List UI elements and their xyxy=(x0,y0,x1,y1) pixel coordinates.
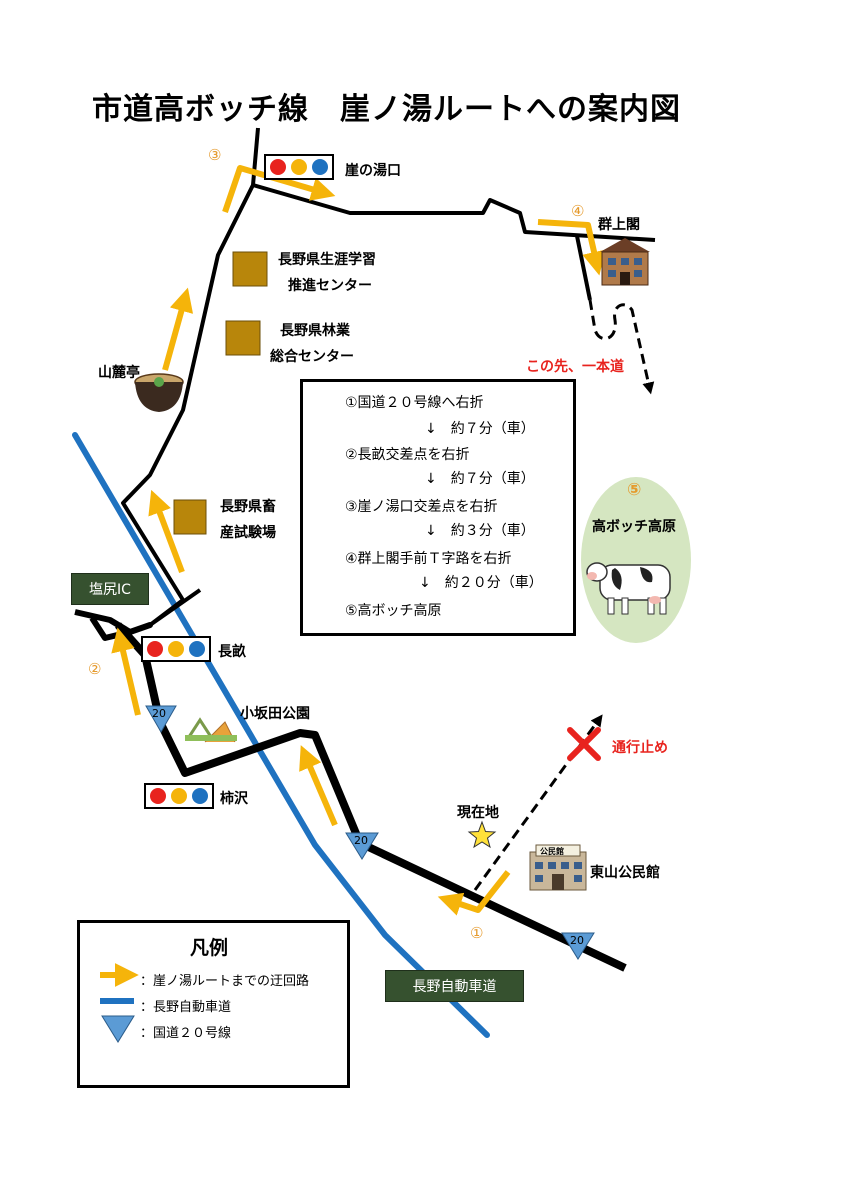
label-lifelong-center-1: 長野県生涯学習 xyxy=(278,252,376,268)
mountain-road xyxy=(121,127,260,627)
gunjokaku-building-icon xyxy=(600,238,650,286)
closed-x-icon xyxy=(567,727,601,761)
direction-line: ↓ 約３分（車） xyxy=(425,523,535,539)
legend-item-detour: ：崖ノ湯ルートまでの迂回路 xyxy=(140,974,310,989)
route-number-5: ⑤ xyxy=(627,480,642,500)
lifelong-center-marker xyxy=(232,251,268,287)
direction-line: ↓ 約７分（車） xyxy=(425,471,535,487)
detour-arrow-4 xyxy=(148,489,185,574)
route20-marker-label: 20 xyxy=(570,934,584,947)
label-livestock-1: 長野県畜 xyxy=(220,499,276,515)
route-number-4: ④ xyxy=(571,202,585,220)
route20-marker-icon xyxy=(145,705,177,734)
direction-line: ⑤高ボッチ高原 xyxy=(345,603,442,619)
detour-arrow-7 xyxy=(537,219,606,276)
detour-arrow-3 xyxy=(111,627,141,716)
label-forestry-center-2: 総合センター xyxy=(270,349,354,365)
label-kosakada-park: 小坂田公園 xyxy=(240,706,310,722)
direction-line: ③崖ノ湯口交差点を右折 xyxy=(345,499,498,515)
shiojiri-ic-road xyxy=(74,609,153,641)
detour-arrow-1 xyxy=(437,870,511,916)
label-gunjokaku: 群上閣 xyxy=(598,217,640,233)
route20-marker-label: 20 xyxy=(152,707,166,720)
detour-arrow-2 xyxy=(299,745,338,827)
label-lifelong-center-2: 推進センター xyxy=(288,278,372,294)
legend-route20-icon xyxy=(101,1015,135,1043)
national-route-20 xyxy=(115,622,627,972)
traffic-signal-icon xyxy=(144,783,214,809)
legend-item-route20: ：国道２０号線 xyxy=(140,1026,232,1041)
legend-box: 凡例 ：崖ノ湯ルートまでの迂回路 ：長野自動車道 ：国道２０号線 xyxy=(77,920,350,1088)
label-takabotchi: 高ボッチ高原 xyxy=(592,519,676,535)
label-naganoe: 長畝 xyxy=(218,644,246,660)
route-number-2: ② xyxy=(88,660,102,678)
route20-marker-icon xyxy=(345,832,379,860)
cow-icon xyxy=(586,562,671,615)
direction-line: ②長畝交差点を右折 xyxy=(345,447,470,463)
direction-line: ①国道２０号線へ右折 xyxy=(345,395,484,411)
noodle-bowl-icon xyxy=(134,373,184,412)
notice-one-way: この先、一本道 xyxy=(526,359,624,375)
road-tee-vertical xyxy=(575,235,592,301)
directions-box: ①国道２０号線へ右折 ↓ 約７分（車） ②長畝交差点を右折 ↓ 約７分（車） ③… xyxy=(300,379,576,636)
route-number-3: ③ xyxy=(208,146,222,164)
direction-line: ↓ 約２０分（車） xyxy=(419,575,543,591)
page-title: 市道高ボッチ線 崖ノ湯ルートへの案内図 xyxy=(92,92,681,127)
community-hall-sign: 公民館 xyxy=(540,847,564,856)
label-higashiyama-hall: 東山公民館 xyxy=(590,865,660,881)
takabotchi-plateau-area xyxy=(581,477,691,643)
nagano-expressway-sign: 長野自動車道 xyxy=(385,970,524,1002)
route-number-1: ① xyxy=(470,924,484,942)
label-gakenoyu-exit: 崖の湯口 xyxy=(345,163,401,179)
label-kakizawa: 柿沢 xyxy=(220,791,248,807)
notice-closed: 通行止め xyxy=(612,740,668,756)
label-livestock-2: 産試験場 xyxy=(220,525,276,541)
playground-icon xyxy=(185,717,237,743)
detour-arrows xyxy=(111,165,606,916)
legend-title: 凡例 xyxy=(190,937,229,959)
legend-item-expressway: ：長野自動車道 xyxy=(140,1000,232,1015)
road-to-gunjokaku xyxy=(252,183,656,242)
direction-line: ↓ 約７分（車） xyxy=(425,421,535,437)
label-sanrokutei: 山麓亭 xyxy=(98,365,140,381)
detour-arrow-6 xyxy=(222,165,336,213)
livestock-station-marker xyxy=(173,499,207,535)
shiojiri-ic-sign: 塩尻IC xyxy=(71,573,149,605)
traffic-signal-icon xyxy=(141,636,211,662)
forestry-center-marker xyxy=(225,320,261,356)
current-location-star-icon xyxy=(467,820,497,849)
community-hall-icon xyxy=(529,844,587,891)
one-way-path xyxy=(588,299,655,395)
traffic-signal-icon xyxy=(264,154,334,180)
route20-marker-icon xyxy=(561,932,595,960)
detour-arrow-5 xyxy=(162,287,194,371)
direction-line: ④群上閣手前Ｔ字路を右折 xyxy=(345,551,512,567)
route20-marker-label: 20 xyxy=(354,834,368,847)
label-current-location: 現在地 xyxy=(457,805,499,821)
label-forestry-center-1: 長野県林業 xyxy=(280,323,350,339)
